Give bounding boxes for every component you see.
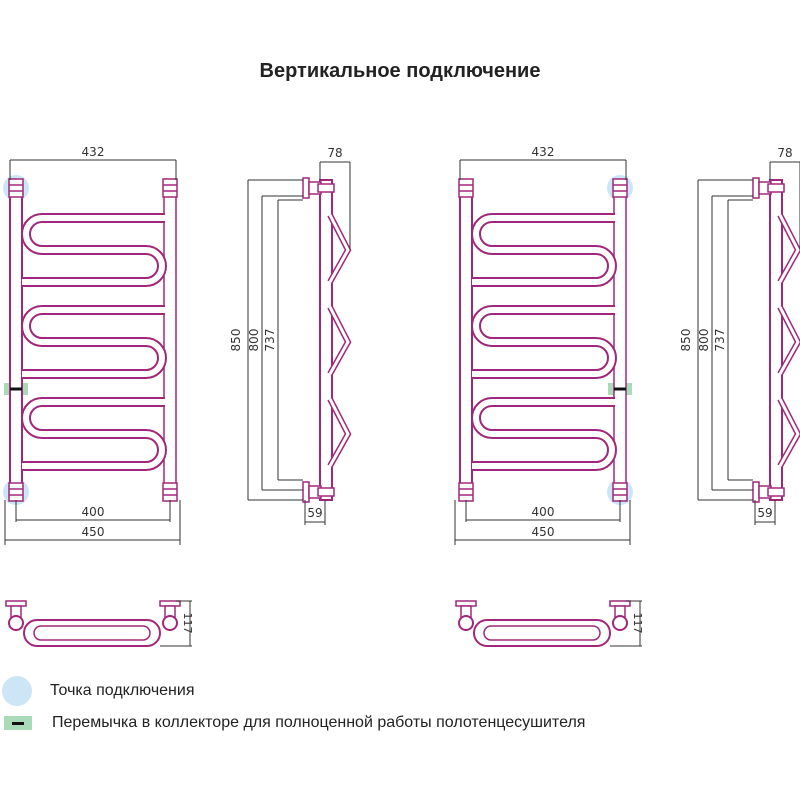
dimension-width-total: 450	[532, 525, 555, 539]
wall-bracket	[752, 481, 760, 503]
dimension-height-inner: 737	[713, 329, 727, 352]
heating-coil	[472, 310, 615, 374]
heating-coil	[22, 310, 165, 374]
bottom-collector	[8, 615, 24, 631]
jumper-icon	[4, 716, 32, 730]
bottom-coil-outer	[473, 619, 611, 647]
bottom-coil-outer	[23, 619, 161, 647]
pipe-fitting	[458, 178, 474, 198]
heating-coil	[22, 218, 165, 282]
left-collector	[9, 179, 23, 501]
side-collector	[319, 179, 333, 501]
pipe-fitting	[8, 482, 24, 502]
heating-coil	[472, 218, 615, 282]
bottom-coil-inner	[33, 625, 151, 641]
dimension-depth-top: 78	[327, 146, 342, 160]
dimension-depth-top: 78	[777, 146, 792, 160]
left-collector	[459, 179, 473, 501]
dimension-height-center: 800	[247, 329, 261, 352]
pipe-fitting	[612, 482, 628, 502]
bottom-collector	[162, 615, 178, 631]
wall-bracket	[302, 481, 310, 503]
dimension-center-distance: 400	[82, 505, 105, 519]
bottom-collector	[612, 615, 628, 631]
dimension-width-top: 432	[82, 145, 105, 159]
side-nut	[767, 183, 785, 193]
side-nut	[317, 183, 335, 193]
dimension-bottom-depth: 117	[631, 613, 644, 634]
pipe-fitting	[162, 482, 178, 502]
legend-jumper-label: Перемычка в коллекторе для полноценной р…	[52, 714, 586, 731]
pipe-fitting	[458, 482, 474, 502]
pipe-fitting	[162, 178, 178, 198]
pipe-fitting	[8, 178, 24, 198]
wall-bracket	[752, 177, 760, 199]
dimension-width-total: 450	[82, 525, 105, 539]
bottom-collector	[458, 615, 474, 631]
legend-connection-point-label: Точка подключения	[50, 682, 195, 699]
dimension-center-distance: 400	[532, 505, 555, 519]
legend-connection-point: Точка подключения	[0, 676, 194, 706]
page-title: Вертикальное подключение	[259, 60, 541, 82]
connection-point-icon	[2, 676, 32, 706]
dimension-height-inner: 737	[263, 329, 277, 352]
dimension-height-total: 850	[679, 329, 693, 352]
wall-bracket	[302, 177, 310, 199]
side-nut	[767, 487, 785, 497]
heating-coil	[22, 402, 165, 466]
heating-coil	[472, 402, 615, 466]
dimension-depth-bottom: 59	[757, 506, 772, 520]
pipe-fitting	[612, 178, 628, 198]
legend-jumper: Перемычка в коллекторе для полноценной р…	[0, 714, 585, 732]
dimension-depth-bottom: 59	[307, 506, 322, 520]
bottom-coil-inner	[483, 625, 601, 641]
side-nut	[317, 487, 335, 497]
dimension-width-top: 432	[532, 145, 555, 159]
dimension-height-total: 850	[229, 329, 243, 352]
dimension-height-center: 800	[697, 329, 711, 352]
side-collector	[769, 179, 783, 501]
dimension-bottom-depth: 117	[181, 613, 194, 634]
